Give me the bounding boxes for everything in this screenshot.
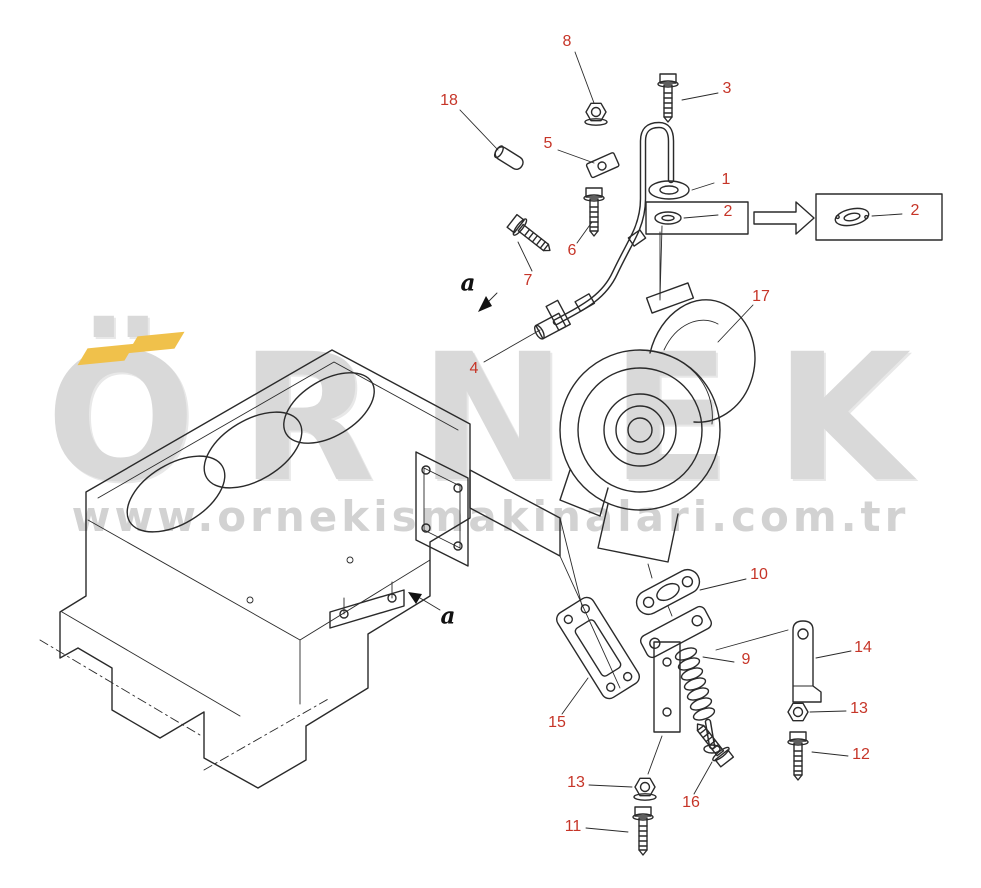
part-gasket-2 (654, 211, 682, 299)
part-nut-13-right (787, 702, 809, 722)
watermark-brand: ÖRNEK (46, 316, 956, 521)
part-banjo-fitting-1 (648, 180, 690, 200)
part-bolt-12 (787, 731, 809, 781)
oil-supply-pipe (552, 121, 675, 326)
part-gasket-10 (635, 568, 701, 616)
view-a-arrows (408, 292, 498, 611)
leader-lines (459, 51, 903, 833)
watermark-url: www.ornekismakinalari.com.tr (71, 492, 910, 541)
part-gasket-15 (556, 596, 640, 700)
projection-lines (559, 517, 621, 689)
part-bracket-14 (792, 620, 822, 703)
part-bolt-11 (632, 806, 654, 856)
part-bolt-3 (657, 73, 679, 123)
part-elbow-fitting-4 (534, 299, 571, 340)
part-turbocharger-17 (559, 231, 756, 579)
part-bolt-16 (688, 717, 736, 769)
block-mounting-bracket (415, 451, 561, 567)
part-clamp-5 (585, 152, 620, 179)
part-nut-13-left (633, 777, 657, 801)
part-bolt-7 (505, 212, 557, 260)
stud-bracket (329, 581, 405, 629)
cylinder-bores (126, 372, 375, 533)
part-pin-18 (493, 145, 524, 170)
part-nut-8 (584, 102, 608, 126)
detail-box-gasket (645, 193, 943, 241)
engine-block (39, 349, 471, 789)
